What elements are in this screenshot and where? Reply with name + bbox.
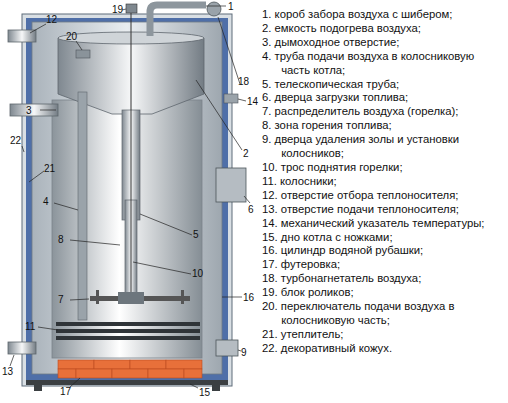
- callout-number: 16: [243, 292, 254, 303]
- callout-number: 19: [112, 4, 123, 15]
- key-entry: 5. телескопическая труба;: [262, 78, 504, 92]
- callout-number: 18: [238, 76, 249, 87]
- callout-number: 21: [44, 163, 55, 174]
- callout-number: 12: [46, 14, 57, 25]
- callout-number: 17: [60, 386, 71, 397]
- callout-number: 13: [2, 366, 13, 377]
- key-entry: 7. распределитель воздуха (горелка);: [262, 105, 504, 119]
- key-entry: 22. декоративный кожух.: [262, 342, 504, 356]
- key-entry: 6. дверца загрузки топлива;: [262, 91, 504, 105]
- callout-number: 11: [25, 321, 35, 332]
- key-entry: 4. труба подачи воздуха в колосниковую ч…: [262, 50, 504, 78]
- key-entry: 13. отверстие подачи теплоносителя;: [262, 203, 504, 217]
- key-entry: 15. дно котла с ножками;: [262, 231, 504, 245]
- callout-number: 9: [241, 347, 247, 358]
- callout-number: 1: [228, 1, 234, 12]
- key-entry: 16. цилиндр водяной рубашки;: [262, 244, 504, 258]
- key-entry: 9. дверца удаления золы и установки коло…: [262, 133, 504, 161]
- callout-number: 15: [199, 387, 210, 398]
- callout-number: 8: [58, 234, 64, 245]
- key-entry: 3. дымоходное отверстие;: [262, 36, 504, 50]
- key-entry: 1. короб забора воздуха с шибером;: [262, 8, 504, 22]
- callout-number: 10: [192, 268, 203, 279]
- key-entry: 11. колосники;: [262, 175, 504, 189]
- callout-number: 20: [66, 31, 77, 42]
- key-entry: 10. трос поднятия горелки;: [262, 161, 504, 175]
- key-entry: 20. переключатель подачи воздуха в колос…: [262, 300, 504, 328]
- key-entry: 19. блок роликов;: [262, 286, 504, 300]
- key-entry: 17. футеровка;: [262, 258, 504, 272]
- callout-number: 6: [248, 204, 254, 215]
- key-entry: 14. механический указатель температуры;: [262, 217, 504, 231]
- callout-number: 5: [193, 229, 199, 240]
- callout-number: 2: [243, 148, 249, 159]
- key-list: 1. короб забора воздуха с шибером;2. емк…: [262, 8, 504, 356]
- key-entry: 8. зона горения топлива;: [262, 119, 504, 133]
- callout-number: 7: [58, 294, 64, 305]
- callout-number: 4: [43, 196, 49, 207]
- callout-number: 22: [10, 135, 21, 146]
- key-entry: 12. отверстие отбора теплоносителя;: [262, 189, 504, 203]
- callout-number: 14: [247, 96, 258, 107]
- key-entry: 18. турбонагнетатель воздуха;: [262, 272, 504, 286]
- key-entry: 21. утеплитель;: [262, 328, 504, 342]
- callout-number: 3: [26, 105, 32, 116]
- key-entry: 2. емкость подогрева воздуха;: [262, 22, 504, 36]
